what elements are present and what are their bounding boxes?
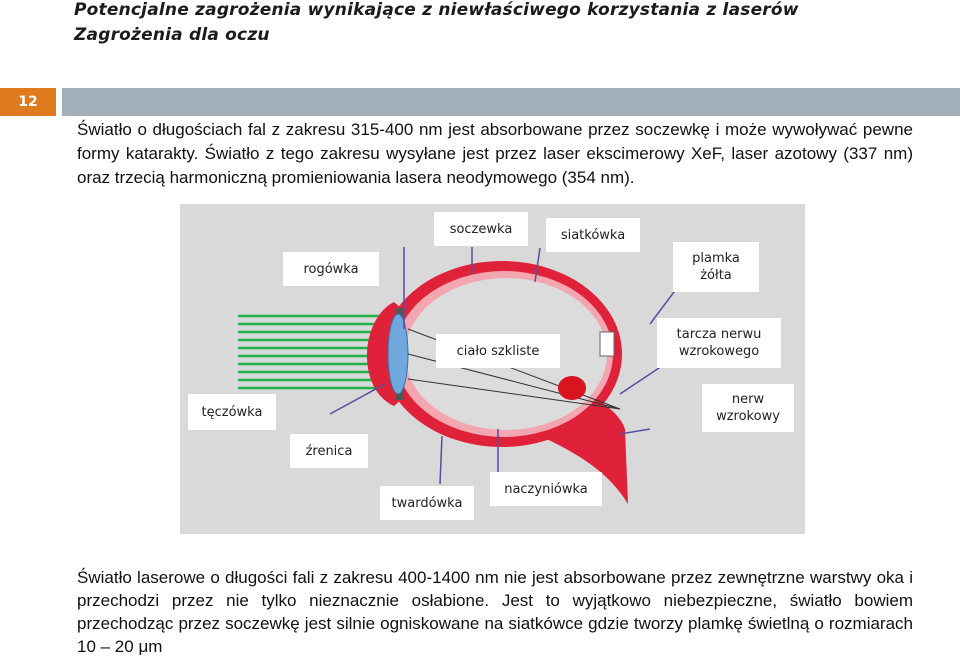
label-tarcza: tarcza nerwu wzrokowego [657, 318, 781, 368]
label-teczowka: tęczówka [188, 394, 276, 430]
light-beams [238, 314, 380, 390]
label-nerw: nerw wzrokowy [702, 384, 794, 432]
paragraph-danger: Światło laserowe o długości fali z zakre… [77, 568, 913, 656]
optic-disc [558, 376, 586, 400]
label-rogowka: rogówka [283, 252, 379, 286]
header-band [62, 88, 960, 116]
eye-diagram: soczewka siatkówka rogówka plamka żółta … [180, 204, 805, 534]
page-number: 12 [0, 88, 56, 116]
label-siatkowka: siatkówka [546, 218, 640, 252]
label-naczyniowka: naczyniówka [490, 472, 602, 506]
label-soczewka: soczewka [434, 212, 528, 246]
lens-shape [387, 313, 409, 395]
label-zrenica: źrenica [290, 434, 368, 468]
label-plamka: plamka żółta [673, 242, 759, 292]
header-title: Potencjalne zagrożenia wynikające z niew… [74, 0, 799, 20]
label-twardowka: twardówka [380, 486, 474, 520]
paragraph-intro: Światło o długościach fal z zakresu 315-… [77, 120, 913, 187]
macula-marker [599, 331, 615, 357]
header-subtitle: Zagrożenia dla oczu [74, 25, 270, 45]
cornea-shape [366, 302, 402, 406]
label-cialo-szkliste: ciało szkliste [436, 334, 560, 368]
